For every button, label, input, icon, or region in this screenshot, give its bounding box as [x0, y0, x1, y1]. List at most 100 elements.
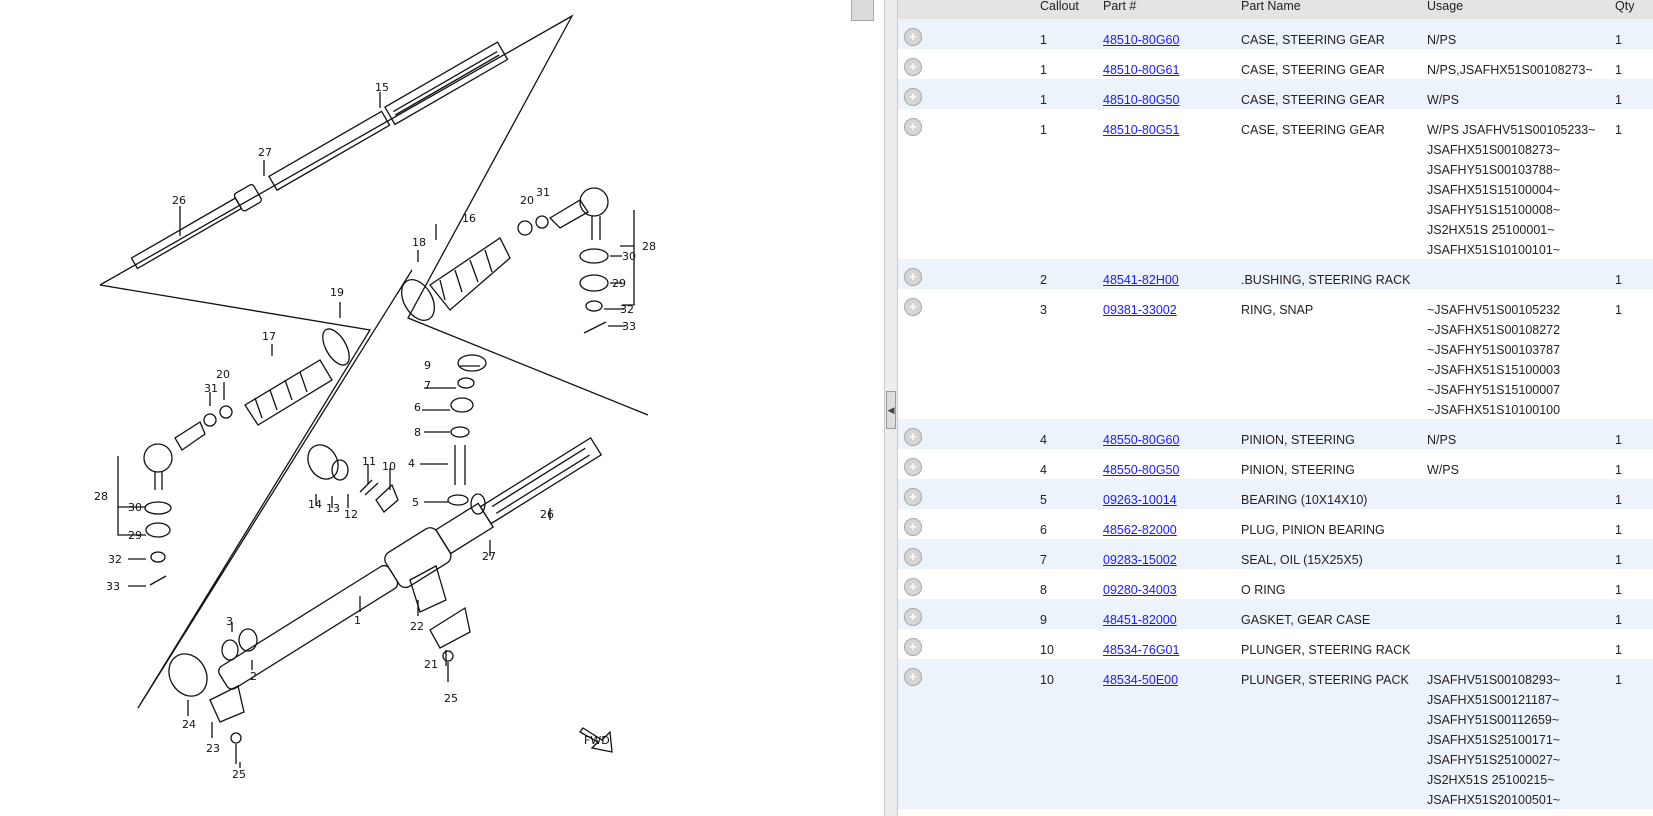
cell-qty: 1	[1615, 123, 1622, 137]
svg-text:30: 30	[128, 501, 142, 514]
header-part-name[interactable]: Part Name	[1241, 0, 1301, 13]
svg-text:28: 28	[642, 240, 656, 253]
part-number-link[interactable]: 48451-82000	[1103, 613, 1177, 627]
add-circle-icon[interactable]	[904, 668, 922, 686]
usage-line: N/PS	[1427, 33, 1457, 47]
header-usage[interactable]: Usage	[1427, 0, 1464, 13]
part-number-link[interactable]: 48550-80G50	[1103, 463, 1180, 477]
part-number-link[interactable]: 48534-50E00	[1103, 673, 1179, 687]
add-circle-icon[interactable]	[904, 118, 922, 136]
add-circle-icon[interactable]	[904, 298, 922, 316]
part-number-link[interactable]: 48510-80G60	[1103, 33, 1180, 47]
cell-part-name: GASKET, GEAR CASE	[1241, 613, 1371, 627]
steering-gear-exploded-diagram: 15 27 26 16 18 20 31 28 30 29 32 33 19 1…	[94, 14, 656, 781]
svg-text:6: 6	[414, 401, 421, 414]
part-number-link[interactable]: 09283-15002	[1103, 553, 1177, 567]
cell-usage: W/PS	[1427, 90, 1459, 110]
cell-qty: 1	[1615, 553, 1622, 567]
header-qty[interactable]: Qty	[1615, 0, 1635, 13]
svg-text:19: 19	[330, 286, 344, 299]
usage-line: W/PS	[1427, 93, 1459, 107]
add-circle-icon[interactable]	[904, 88, 922, 106]
cell-usage: W/PS JSAFHV51S00105233~JSAFHX51S00108273…	[1427, 120, 1596, 260]
header-part-number[interactable]: Part #	[1103, 0, 1137, 13]
svg-text:16: 16	[462, 212, 476, 225]
svg-text:2: 2	[250, 670, 257, 683]
cell-qty: 1	[1615, 433, 1622, 447]
svg-text:30: 30	[622, 250, 636, 263]
part-number-link[interactable]: 48510-80G50	[1103, 93, 1180, 107]
cell-callout: 10	[1040, 643, 1054, 657]
cell-callout: 5	[1040, 493, 1047, 507]
usage-line: ~JSAFHY51S15100007	[1427, 383, 1561, 397]
collapse-left-icon[interactable]: ◀	[886, 391, 896, 429]
cell-usage: N/PS,JSAFHX51S00108273~	[1427, 60, 1593, 80]
usage-line: JS2HX51S 25100215~	[1427, 773, 1555, 787]
svg-text:26: 26	[540, 508, 554, 521]
cell-callout: 2	[1040, 273, 1047, 287]
add-circle-icon[interactable]	[904, 268, 922, 286]
usage-line: JS2HX51S 25100001~	[1427, 223, 1555, 237]
svg-text:25: 25	[232, 768, 246, 781]
usage-line: JSAFHY51S00103788~	[1427, 163, 1561, 177]
usage-line: JSAFHX51S15100004~	[1427, 183, 1561, 197]
add-circle-icon[interactable]	[904, 638, 922, 656]
add-circle-icon[interactable]	[904, 578, 922, 596]
usage-line: ~JSAFHY51S00103787	[1427, 343, 1561, 357]
add-circle-icon[interactable]	[904, 608, 922, 626]
cell-part-name: PINION, STEERING	[1241, 433, 1355, 447]
add-circle-icon[interactable]	[904, 458, 922, 476]
svg-text:24: 24	[182, 718, 196, 731]
cell-part-name: .BUSHING, STEERING RACK	[1241, 273, 1411, 287]
part-number-link[interactable]: 48510-80G51	[1103, 123, 1180, 137]
part-number-link[interactable]: 48562-82000	[1103, 523, 1177, 537]
cell-qty: 1	[1615, 93, 1622, 107]
part-number-link[interactable]: 09381-33002	[1103, 303, 1177, 317]
svg-text:25: 25	[444, 692, 458, 705]
cell-part-name: CASE, STEERING GEAR	[1241, 63, 1385, 77]
part-number-link[interactable]: 48510-80G61	[1103, 63, 1180, 77]
add-circle-icon[interactable]	[904, 58, 922, 76]
usage-line: JSAFHX51S20100501~	[1427, 793, 1561, 807]
add-circle-icon[interactable]	[904, 28, 922, 46]
svg-text:18: 18	[412, 236, 426, 249]
header-callout[interactable]: Callout	[1040, 0, 1079, 13]
add-circle-icon[interactable]	[904, 428, 922, 446]
part-number-link[interactable]: 48541-82H00	[1103, 273, 1179, 287]
usage-line: ~JSAFHV51S00105232	[1427, 303, 1561, 317]
fwd-label: FWD	[584, 734, 610, 747]
part-number-link[interactable]: 48534-76G01	[1103, 643, 1180, 657]
add-circle-icon[interactable]	[904, 488, 922, 506]
cell-part-name: BEARING (10X14X10)	[1241, 493, 1368, 507]
add-circle-icon[interactable]	[904, 518, 922, 536]
add-circle-icon[interactable]	[904, 548, 922, 566]
part-number-link[interactable]: 48550-80G60	[1103, 433, 1180, 447]
part-number-link[interactable]: 09263-10014	[1103, 493, 1177, 507]
usage-line: N/PS	[1427, 433, 1457, 447]
cell-qty: 1	[1615, 33, 1622, 47]
svg-text:5: 5	[412, 496, 419, 509]
svg-text:20: 20	[216, 368, 230, 381]
cell-callout: 1	[1040, 123, 1047, 137]
cell-part-name: PINION, STEERING	[1241, 463, 1355, 477]
cell-callout: 10	[1040, 673, 1054, 687]
usage-line: JSAFHX51S00121187~	[1427, 693, 1560, 707]
cell-callout: 1	[1040, 63, 1047, 77]
svg-text:13: 13	[326, 502, 340, 515]
table-row: 1 48510-80G61 CASE, STEERING GEAR N/PS,JSAF…	[898, 49, 1653, 79]
cell-qty: 1	[1615, 303, 1622, 317]
usage-line: ~JSAFHX51S00108272	[1427, 323, 1561, 337]
usage-line: JSAFHX51S25100171~	[1427, 733, 1561, 747]
svg-text:22: 22	[410, 620, 424, 633]
svg-text:7: 7	[424, 379, 431, 392]
diagram-toolbar-button[interactable]	[851, 0, 874, 21]
svg-text:20: 20	[520, 194, 534, 207]
part-number-link[interactable]: 09280-34003	[1103, 583, 1177, 597]
usage-line: JSAFHY51S25100027~	[1427, 753, 1561, 767]
